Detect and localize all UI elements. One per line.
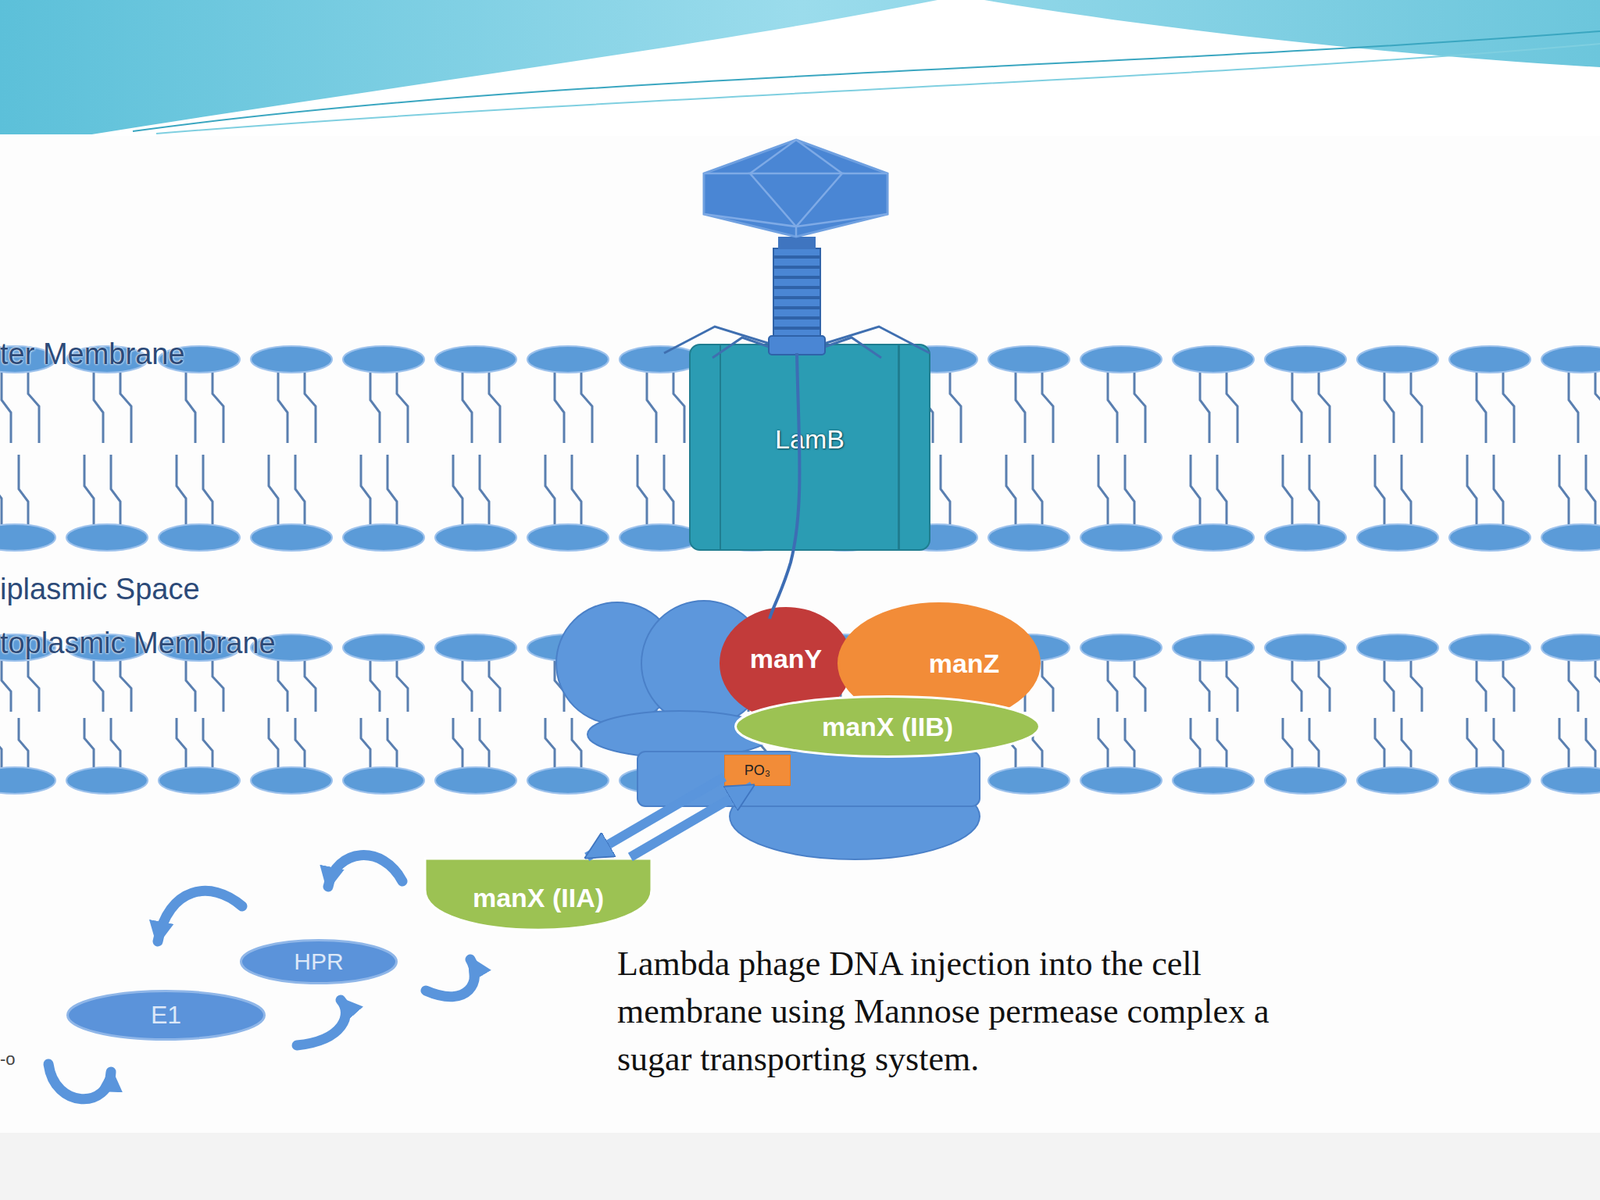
protein-ellipse: E1 — [66, 989, 266, 1041]
curved-arrow — [296, 1000, 346, 1046]
tail-sheath — [773, 248, 821, 336]
curved-arrow — [425, 959, 475, 997]
capsid-facets — [703, 139, 888, 237]
tail-fiber — [664, 326, 775, 354]
footer-band — [0, 1132, 1600, 1200]
node-label: manZ — [928, 648, 1000, 679]
lambda-phage — [664, 139, 930, 358]
membrane-label: ter Membrane — [0, 337, 186, 372]
protein-ellipse-fill — [241, 940, 397, 984]
phosphate-box: PO₃ — [724, 754, 791, 786]
baseplate — [768, 335, 825, 355]
label-holder: manX (IIA) — [423, 857, 654, 940]
curved-arrow — [48, 1064, 111, 1100]
porin-box: LamB — [689, 343, 931, 551]
node-label: PO₃ — [744, 762, 771, 779]
phage-head — [703, 139, 888, 237]
label-holder: HPR — [239, 939, 398, 985]
protein-ellipse: HPR — [239, 939, 398, 985]
protein-shape-fill — [425, 858, 652, 930]
tail-fiber — [712, 337, 779, 358]
header-line — [132, 31, 1600, 132]
node-label: manY — [750, 643, 823, 675]
curved-arrow — [157, 890, 243, 942]
caption-text: Lambda phage DNA injection into the cell… — [617, 939, 1352, 1083]
node-label: manX (IIA) — [472, 882, 604, 914]
phosphotransfer-arrows — [48, 855, 475, 1100]
connector-group — [586, 777, 753, 858]
region-label: iplasmic Space — [0, 572, 200, 607]
label-holder: E1 — [66, 989, 266, 1041]
header-swoosh — [82, 0, 1600, 136]
curved-arrow — [328, 855, 403, 887]
protein-shape: manX (IIA) — [423, 857, 654, 940]
membrane-label: toplasmic Membrane — [0, 626, 276, 661]
label-holder: PO₃ — [725, 755, 790, 786]
tail-fiber — [815, 337, 882, 358]
node-label: manX (IIB) — [821, 711, 954, 743]
label-holder: manX (IIB) — [734, 695, 1041, 758]
node-label: HPR — [293, 948, 343, 975]
protein-ellipse-fill — [67, 991, 265, 1040]
node-label: E1 — [150, 1000, 182, 1030]
complex-subunit — [637, 751, 980, 807]
equilibrium-arrow — [586, 777, 725, 858]
phage-collar — [778, 236, 816, 250]
equilibrium-arrow — [630, 785, 753, 858]
protein-ellipse: manX (IIB) — [734, 695, 1041, 758]
tail-fibers — [664, 326, 930, 358]
phage-dna — [769, 353, 800, 619]
label-holder: LamB — [690, 345, 929, 550]
header-wave — [0, 0, 1600, 136]
header-line — [156, 43, 1600, 134]
protein-ellipse-fill — [735, 696, 1040, 758]
tail-fiber — [818, 326, 930, 354]
node-label: LamB — [775, 424, 845, 455]
fragment-label: -o — [0, 1049, 16, 1070]
